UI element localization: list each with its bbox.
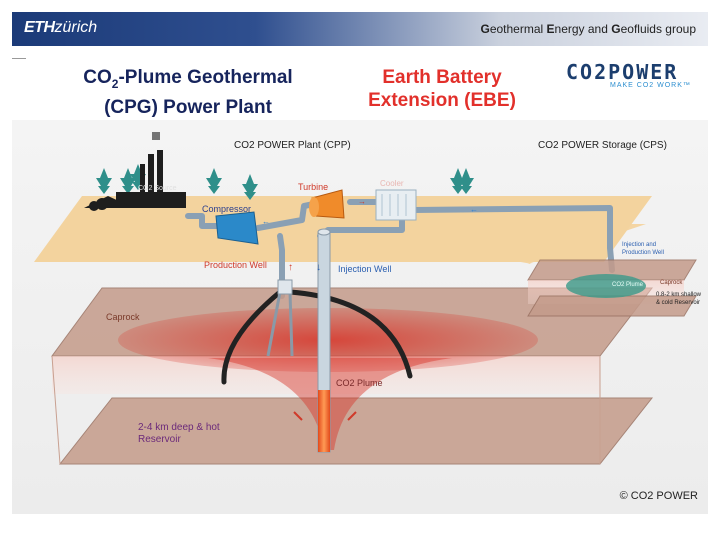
- horizontal-wells: [221, 289, 413, 385]
- shallow-reservoir-label-2: & cold Reservoir: [656, 300, 700, 306]
- co2-source-label: CO2 Source: [138, 185, 177, 192]
- storage-caprock-label: Caprock: [660, 280, 683, 286]
- title-ebe: Earth Battery Extension (EBE): [368, 67, 516, 111]
- production-arrow-icon: ↑: [288, 262, 293, 273]
- cooler-icon: [375, 189, 417, 221]
- plant-label: CO2 POWER Plant (CPP): [234, 140, 351, 151]
- factory-icon: [84, 132, 186, 211]
- shallow-reservoir-label-1: 0.8-2 km shallow: [656, 292, 702, 298]
- storage-plume-label: CO2 Plume: [612, 282, 644, 288]
- svg-text:→: →: [358, 197, 366, 206]
- storage-label: CO2 POWER Storage (CPS): [538, 140, 667, 151]
- injection-well-top: [317, 228, 331, 236]
- logo-tagline: MAKE CO2 WORK™: [610, 82, 691, 89]
- svg-text:←: ←: [262, 217, 270, 226]
- cooler-label: Cooler: [380, 179, 404, 188]
- trees-icon: [96, 164, 474, 200]
- turbine-label: Turbine: [298, 182, 328, 192]
- block-edge-left: [51, 355, 61, 465]
- compressor-label: Compressor: [202, 204, 251, 214]
- title-cpg: CO2-Plume Geothermal (CPG) Power Plant: [83, 67, 293, 118]
- eth-logo[interactable]: ETHzürich: [24, 19, 98, 36]
- divider: [12, 58, 26, 59]
- production-well-label: Production Well: [204, 260, 267, 270]
- well-supports: [266, 291, 294, 357]
- svg-text:←: ←: [470, 205, 478, 214]
- injection-well-label: Injection Well: [338, 264, 391, 274]
- reservoir-flow-arrows: [293, 411, 357, 421]
- header-bar: ETHzürich Geothermal Energy and Geofluid…: [12, 12, 708, 46]
- logo-name: CO2POWER: [566, 60, 679, 84]
- reservoir-label: Reservoir: [138, 434, 181, 445]
- co2-plume-label: CO2 Plume: [336, 378, 383, 388]
- cpg-diagram: CO2 Source Compressor Turbine Cooler → ←…: [12, 120, 708, 514]
- reservoir-depth-label: 2-4 km deep & hot: [138, 422, 220, 433]
- caprock-label: Caprock: [106, 312, 140, 322]
- group-name: Geothermal Energy and Geofluids group: [480, 22, 696, 36]
- production-wellhead: [277, 279, 293, 295]
- storage-well-label-1: Injection and: [622, 242, 656, 248]
- turbine-icon: [309, 189, 345, 219]
- copyright: © CO2 POWER: [619, 490, 698, 502]
- storage-reservoir: [527, 295, 697, 317]
- injection-well-hot: [318, 390, 330, 452]
- storage-plume: [566, 274, 646, 298]
- co2power-logo: CO2POWER MAKE CO2 WORK™: [566, 60, 706, 89]
- compressor-icon: [215, 211, 259, 245]
- storage-well-label-2: Production Well: [622, 250, 664, 256]
- injection-arrow-icon: ↓: [316, 262, 321, 273]
